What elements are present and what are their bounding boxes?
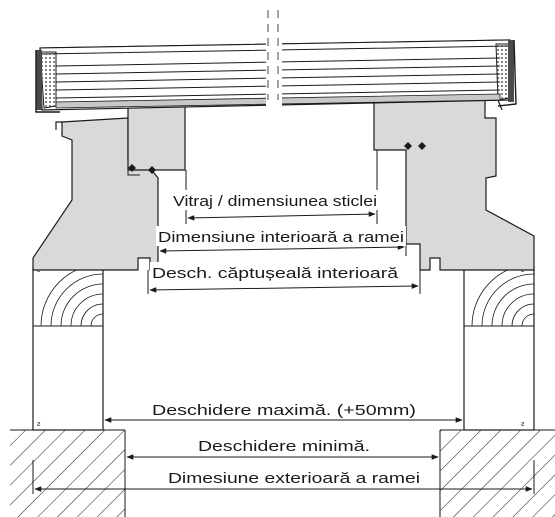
break-lines	[266, 0, 282, 110]
frame-left	[32, 99, 186, 271]
label-bg	[156, 226, 406, 246]
label-max-opening: Deschidere maximă. (+50mm)	[152, 403, 416, 419]
frame-right	[373, 81, 535, 271]
screw-symbol: ƨ	[521, 421, 525, 428]
dimension-lining-opening	[149, 283, 419, 293]
screw-symbol: ƨ	[37, 421, 41, 428]
label-bg	[172, 190, 378, 210]
label-frame-outer-size: Dimesiune exterioară a ramei	[168, 471, 420, 487]
label-glazing-size: Vitraj / dimensiunea sticlei	[173, 194, 377, 210]
kerb-left: ƨ ƨ	[32, 267, 104, 431]
dimension-glazing	[187, 211, 376, 221]
kerb-right: ƨ ƨ	[463, 267, 535, 431]
label-bg	[150, 400, 418, 418]
label-min-opening: Deschidere minimă.	[198, 439, 370, 455]
label-frame-inner-size: Dimensiune interioară a ramei	[158, 230, 404, 246]
dimension-frame-inner	[159, 244, 405, 254]
label-lining-opening: Desch. căptușeală interioară	[152, 266, 399, 282]
label-bg	[166, 468, 422, 486]
masonry-right	[439, 429, 555, 517]
label-bg	[196, 436, 372, 454]
masonry-left	[10, 429, 126, 517]
label-bg	[150, 262, 400, 282]
